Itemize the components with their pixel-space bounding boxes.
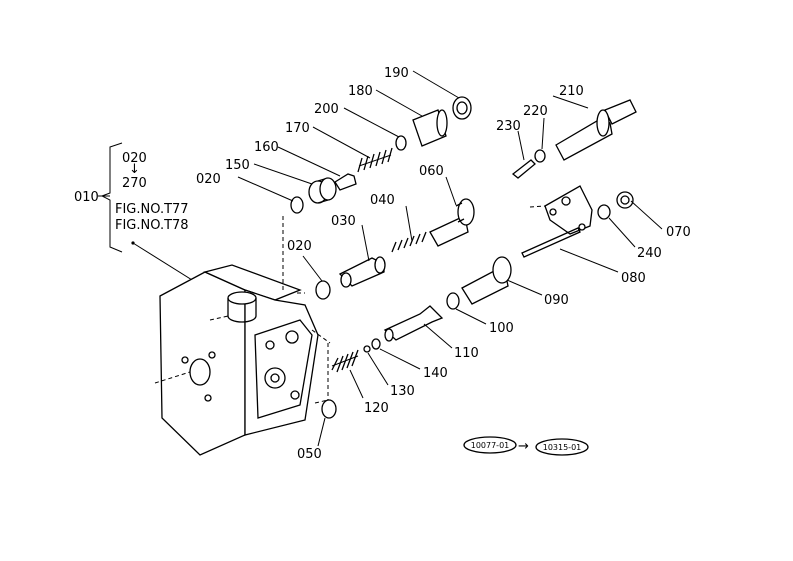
label-110: 110 (454, 346, 479, 361)
figure-ref-t77: FIG.NO.T77 (115, 202, 189, 217)
part-240-setscrew (597, 204, 611, 220)
label-020-group: 020 (122, 151, 147, 166)
label-010: 010 (74, 190, 99, 205)
label-180: 180 (348, 84, 373, 99)
part-170-spring (357, 147, 393, 173)
label-120: 120 (364, 401, 389, 416)
part-120-spring (331, 349, 359, 373)
label-230: 230 (496, 119, 521, 134)
label-200: 200 (314, 102, 339, 117)
o-ring-100 (446, 292, 460, 310)
leader-lines (237, 70, 663, 447)
label-270: 270 (122, 176, 147, 191)
o-ring-020-middle (315, 280, 331, 300)
part-160-poppet (334, 173, 357, 191)
label-090: 090 (544, 293, 569, 308)
part-130-ball (363, 345, 371, 353)
label-060: 060 (419, 164, 444, 179)
part-030-spool (338, 256, 386, 288)
label-210: 210 (559, 84, 584, 99)
o-ring-050 (321, 399, 337, 419)
part-150-plug (308, 177, 337, 204)
part-080-pin (521, 227, 581, 258)
o-ring-020-upper (290, 196, 304, 214)
label-040: 040 (370, 193, 395, 208)
label-130: 130 (390, 384, 415, 399)
serial-range-from-badge: 10077-01 (463, 436, 517, 454)
part-040-spring (391, 231, 427, 253)
label-070: 070 (666, 225, 691, 240)
part-230-needle (511, 159, 536, 179)
mounting-plate (544, 185, 593, 235)
part-110-poppet (383, 305, 444, 342)
part-060-fitting (429, 198, 475, 247)
label-140: 140 (423, 366, 448, 381)
label-220: 220 (523, 104, 548, 119)
label-240: 240 (637, 246, 662, 261)
part-090-plug (461, 256, 512, 305)
label-190: 190 (384, 66, 409, 81)
plate-guide-line (529, 205, 546, 208)
label-160: 160 (254, 140, 279, 155)
label-020-middle: 020 (287, 239, 312, 254)
label-020-upper: 020 (196, 172, 221, 187)
label-080: 080 (621, 271, 646, 286)
label-170: 170 (285, 121, 310, 136)
label-030: 030 (331, 214, 356, 229)
part-190-cap (452, 96, 472, 120)
o-ring-220 (534, 149, 546, 163)
o-ring-200 (395, 135, 407, 151)
assembly-guide-lines (282, 216, 331, 404)
part-210-adjuster (555, 99, 637, 161)
valve-body-housing (154, 264, 319, 456)
label-150: 150 (225, 158, 250, 173)
o-ring-140 (371, 338, 381, 350)
serial-range-to-badge: 10315-01 (535, 438, 589, 456)
part-070-nut (616, 191, 634, 209)
serial-to-text: 10315-01 (543, 443, 582, 452)
group-range-arrow: ↓ (129, 162, 140, 177)
label-050: 050 (297, 447, 322, 462)
figure-ref-t78: FIG.NO.T78 (115, 218, 189, 233)
part-180-sleeve (412, 109, 448, 147)
label-100: 100 (489, 321, 514, 336)
serial-range-arrow: → (518, 439, 529, 454)
serial-from-text: 10077-01 (471, 441, 510, 450)
